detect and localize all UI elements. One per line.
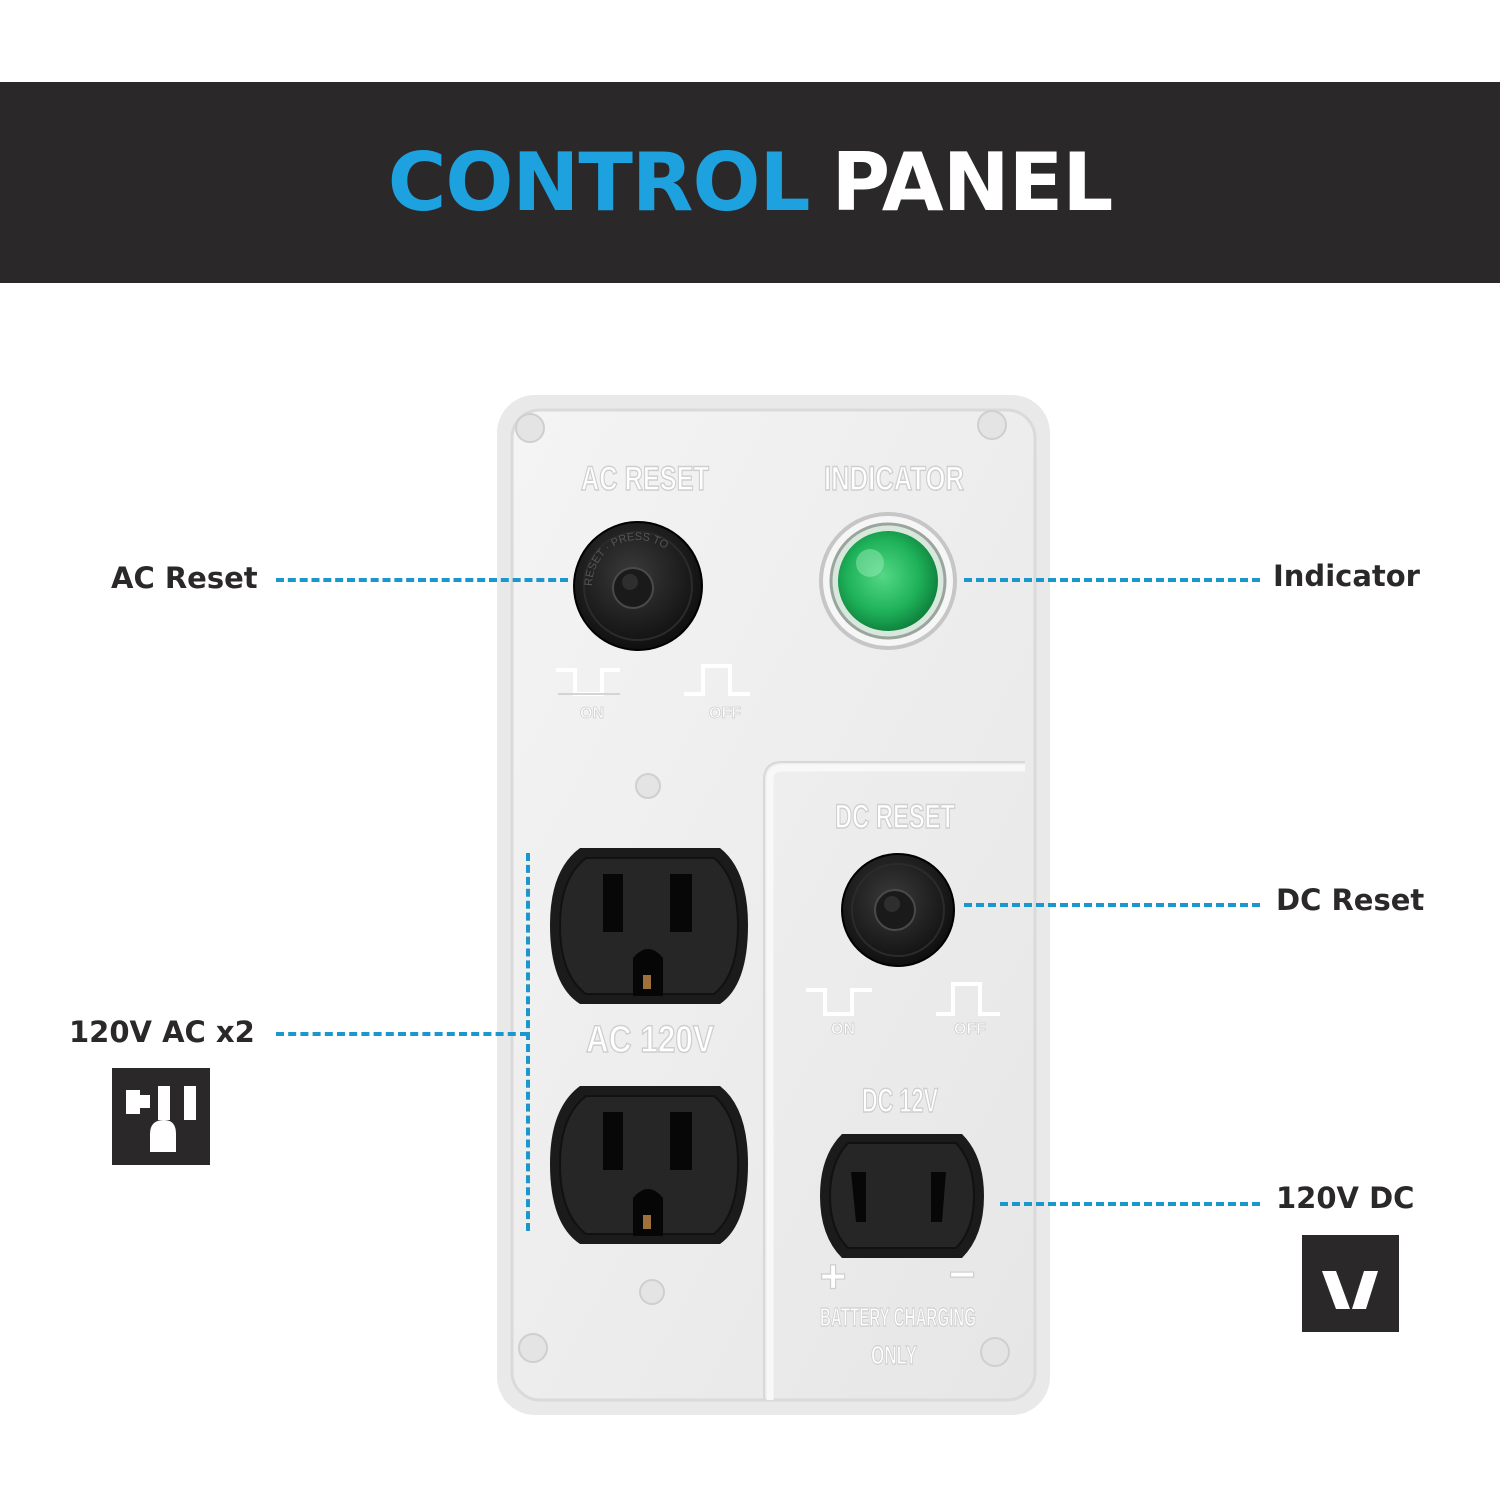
ac-off-label: OFF [709, 705, 741, 722]
dc-on-label: ON [831, 1021, 855, 1038]
callout-ac-reset: AC Reset [111, 561, 258, 595]
title-part-control: CONTROL [387, 135, 811, 229]
dc-off-label: OFF [954, 1021, 986, 1038]
ac-on-label: ON [580, 705, 604, 722]
leader-ac-outlets [276, 1032, 528, 1036]
dc-reset-button[interactable] [841, 853, 955, 967]
ac-outlet-plug-icon [112, 1068, 210, 1165]
callout-indicator: Indicator [1273, 559, 1420, 593]
ac-pulse-symbols [556, 664, 750, 696]
panel-screws [515, 410, 1010, 1367]
battery-only-label: ONLY [871, 1340, 917, 1370]
leader-dc-outlet [1000, 1202, 1260, 1206]
callout-ac-outlets: 120V AC x2 [69, 1015, 255, 1049]
title-part-panel: PANEL [831, 135, 1114, 229]
callout-dc-reset: DC Reset [1276, 883, 1425, 917]
dc-minus-label: − [949, 1248, 976, 1300]
indicator-light [819, 512, 957, 650]
leader-indicator [964, 578, 1260, 582]
ac-outlet-top[interactable] [550, 848, 748, 1004]
dc-plus-label: + [820, 1250, 847, 1302]
ac-outlet-bottom[interactable] [550, 1086, 748, 1244]
dc-outlet[interactable] [820, 1134, 984, 1258]
dc-plug-icon [1302, 1235, 1399, 1332]
panel-label-ac-reset: AC RESET [581, 460, 709, 498]
panel-label-dc-12v: DC 12V [862, 1082, 938, 1120]
panel-label-ac-120v: AC 120V [586, 1019, 715, 1061]
panel-label-dc-reset: DC RESET [835, 798, 955, 836]
leader-ac-reset [276, 578, 568, 582]
ac-reset-button[interactable]: RESET · PRESS TO [573, 521, 703, 651]
dc-pulse-symbols [806, 982, 1000, 1016]
leader-ac-outlets-vertical [526, 853, 530, 1231]
battery-charging-label: BATTERY CHARGING [820, 1302, 976, 1332]
callout-dc-outlet: 120V DC [1276, 1181, 1415, 1215]
panel-label-indicator: INDICATOR [824, 460, 964, 498]
leader-dc-reset [964, 903, 1260, 907]
